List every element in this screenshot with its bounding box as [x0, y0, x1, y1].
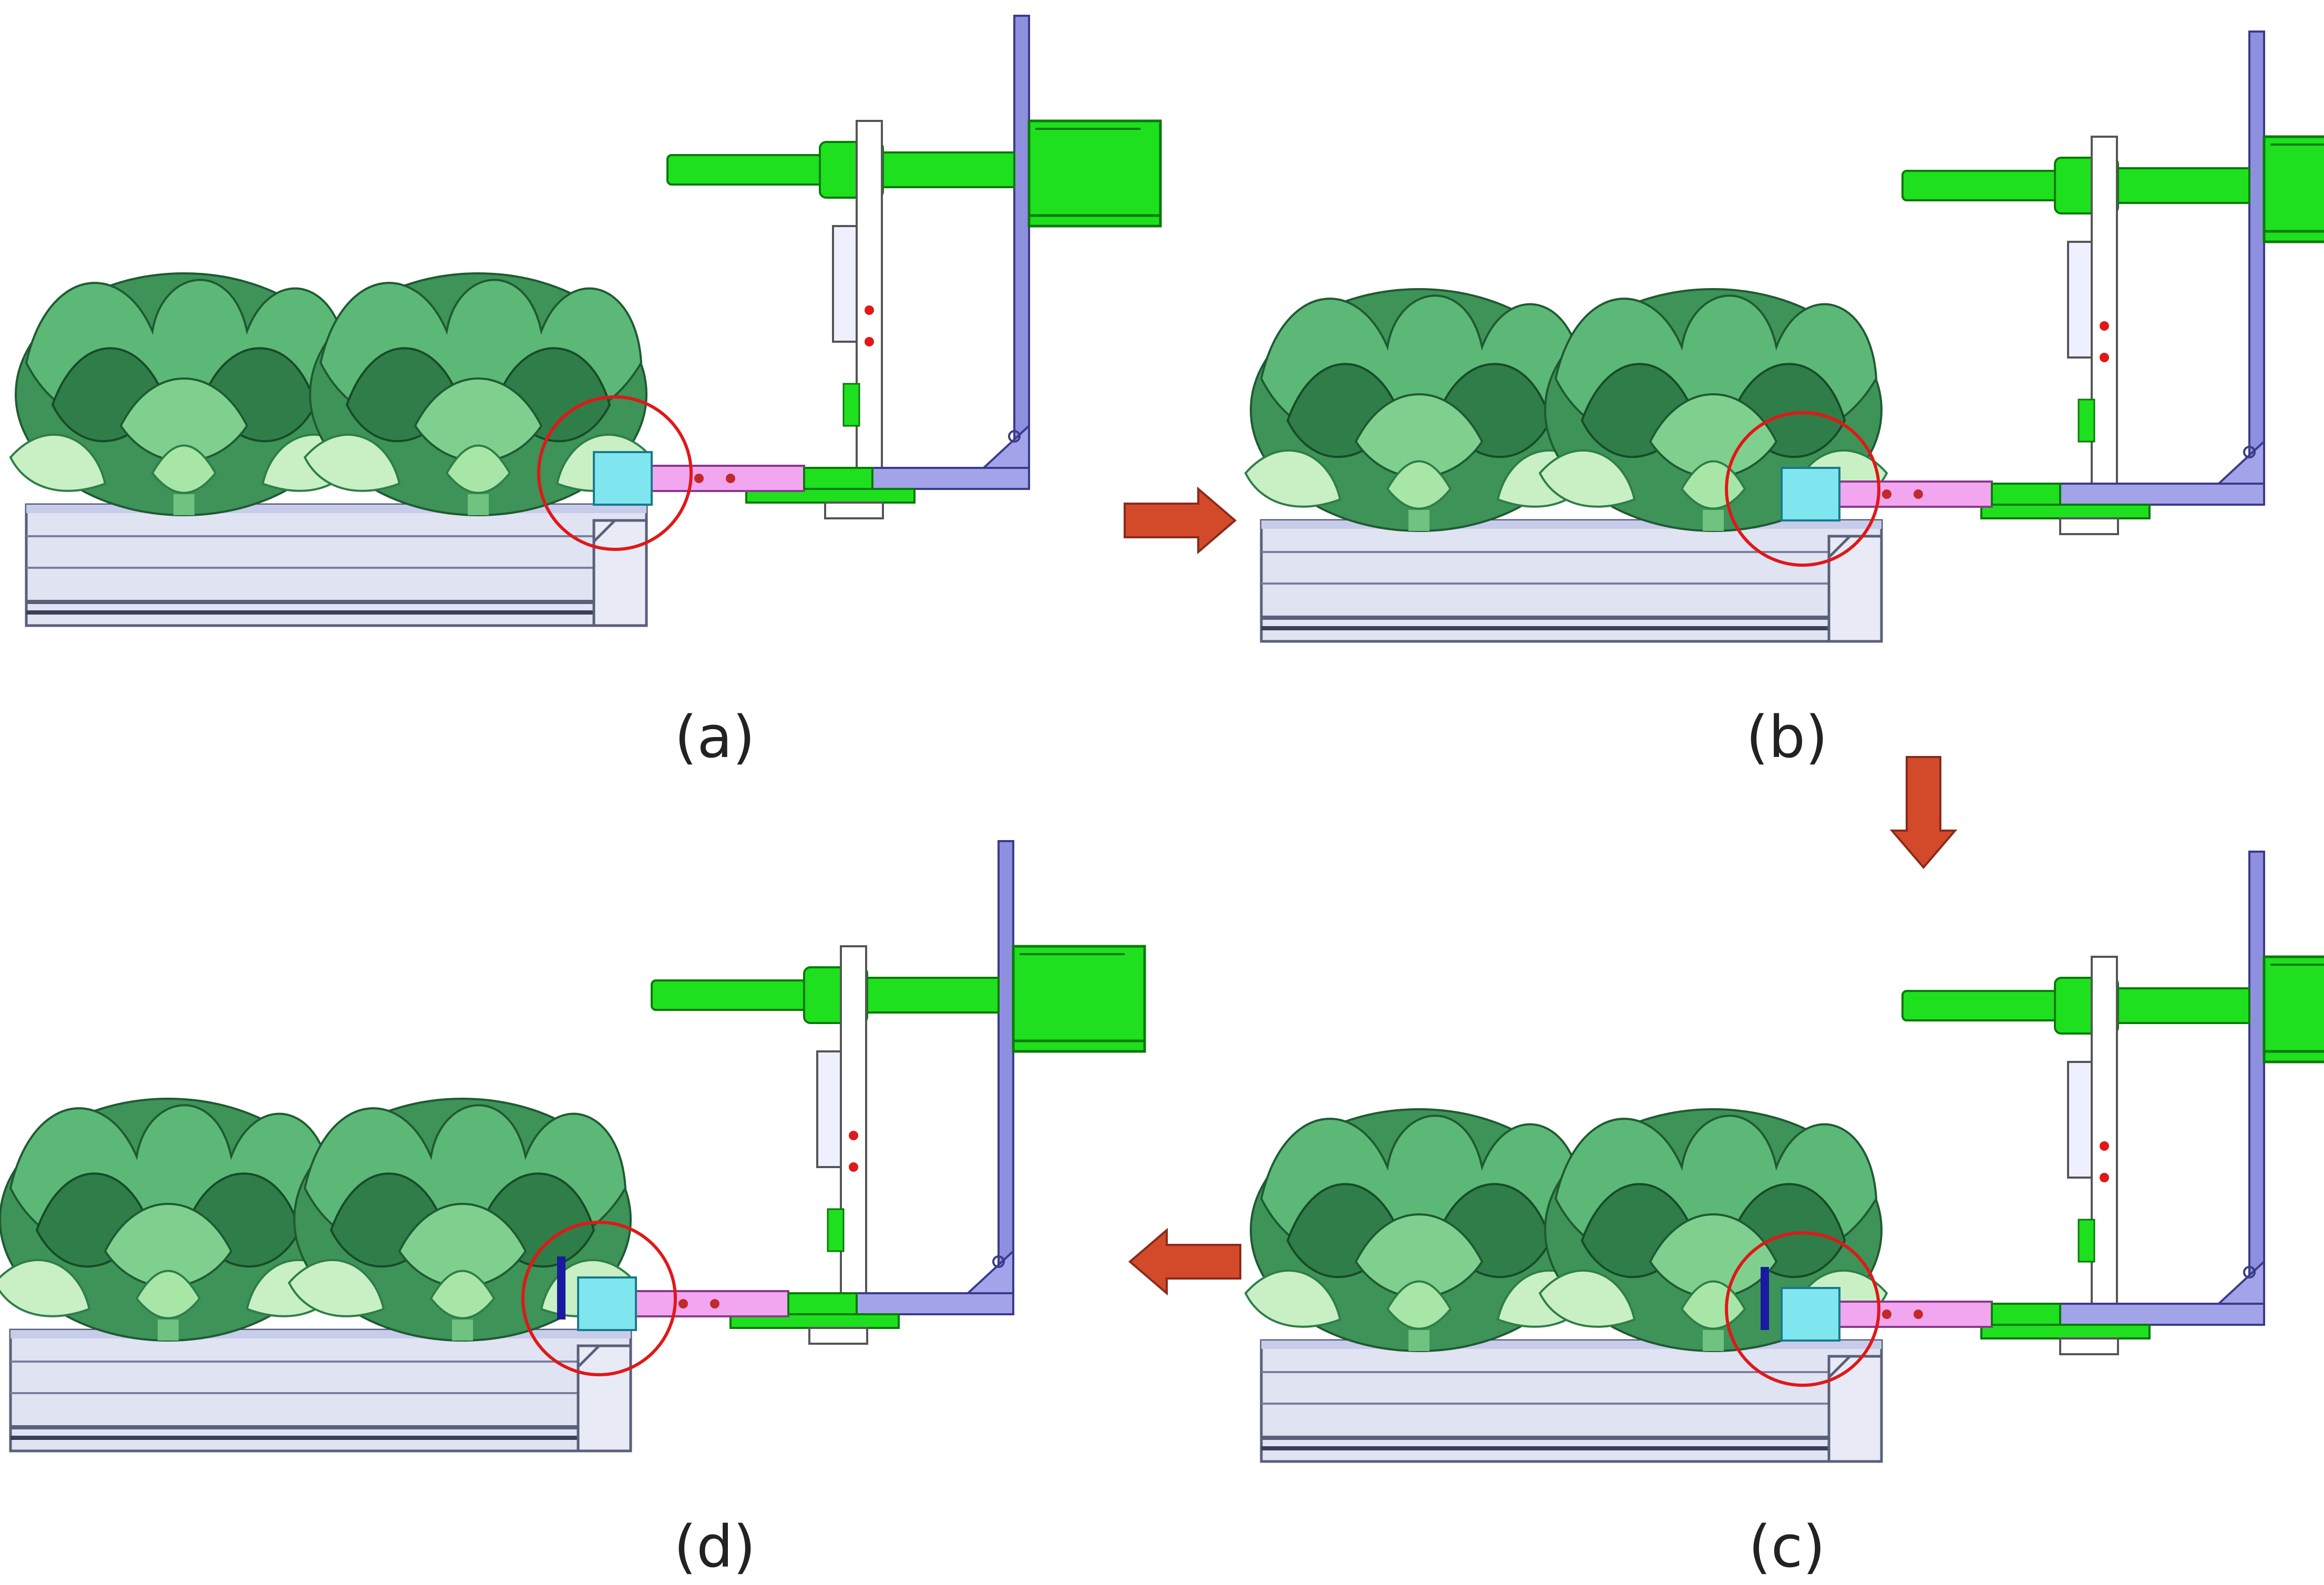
highlight-circle	[521, 1221, 677, 1376]
panel-label-a: (a)	[674, 703, 755, 771]
lettuce-plant	[1245, 1108, 1593, 1352]
arrow-c-to-d	[1129, 1229, 1241, 1294]
gripper-mechanism	[1903, 852, 2324, 1354]
lettuce-plant	[9, 272, 358, 516]
rail	[26, 505, 646, 626]
arrow-a-to-b	[1124, 488, 1236, 553]
gripper-mechanism	[1903, 32, 2324, 534]
rail	[11, 1330, 631, 1451]
gripper-mechanism	[652, 841, 1145, 1344]
panel-a	[9, 16, 1160, 626]
highlight-circle	[537, 395, 693, 551]
panel-d	[0, 841, 1145, 1451]
rail	[1261, 1341, 1881, 1461]
highlight-circle	[1725, 411, 1880, 567]
panel-label-c: (c)	[1749, 1513, 1825, 1580]
lettuce-plant	[1245, 288, 1593, 532]
panel-label-b: (b)	[1746, 703, 1828, 771]
arrow-b-to-c	[1891, 756, 1956, 868]
separator-plate	[1761, 1267, 1769, 1330]
lettuce-plant	[0, 1098, 343, 1342]
panel-b	[1245, 32, 2324, 641]
panel-label-d: (d)	[674, 1513, 756, 1580]
rail	[1261, 520, 1881, 641]
separator-plate	[557, 1256, 565, 1320]
gripper-mechanism	[667, 16, 1160, 518]
highlight-circle	[1725, 1231, 1880, 1387]
panel-c	[1245, 852, 2324, 1461]
